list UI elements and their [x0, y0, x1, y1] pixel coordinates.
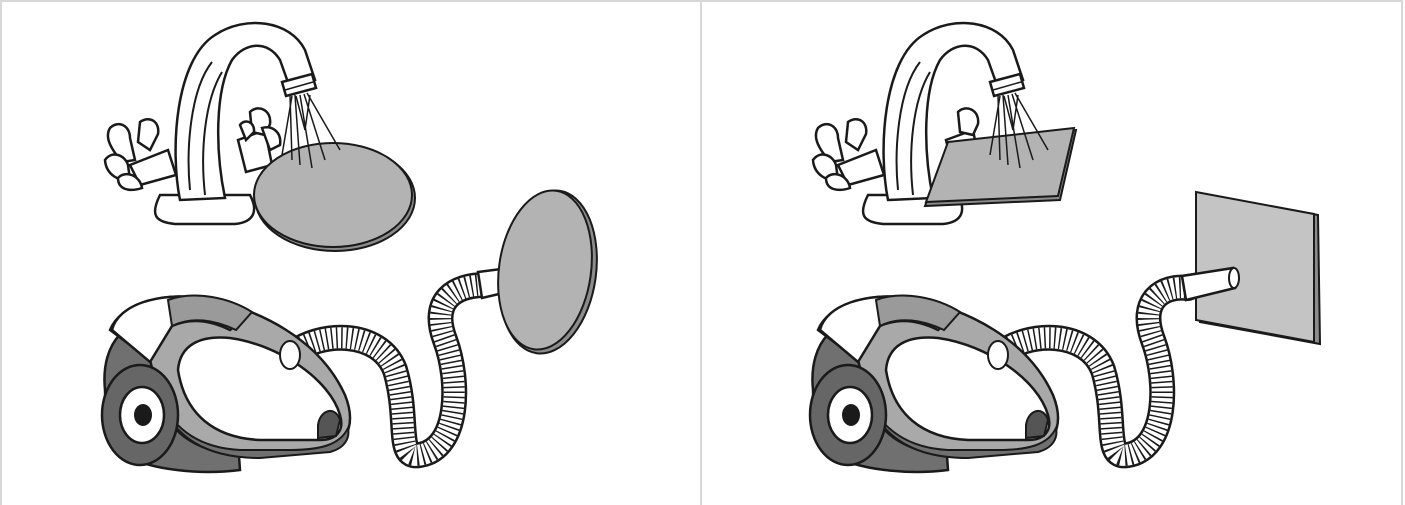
vacuum-cleaner-icon	[810, 296, 1058, 472]
illustration-right	[703, 0, 1403, 505]
illustration-left	[0, 0, 699, 505]
panel-divider	[700, 0, 702, 505]
vacuum-cleaner-icon	[102, 296, 350, 472]
panel-left	[0, 0, 699, 505]
disc-object-on-vacuum	[488, 184, 607, 360]
disc-object	[254, 143, 415, 251]
panel-right	[703, 0, 1403, 505]
square-plate-object-on-vacuum	[1182, 192, 1320, 344]
